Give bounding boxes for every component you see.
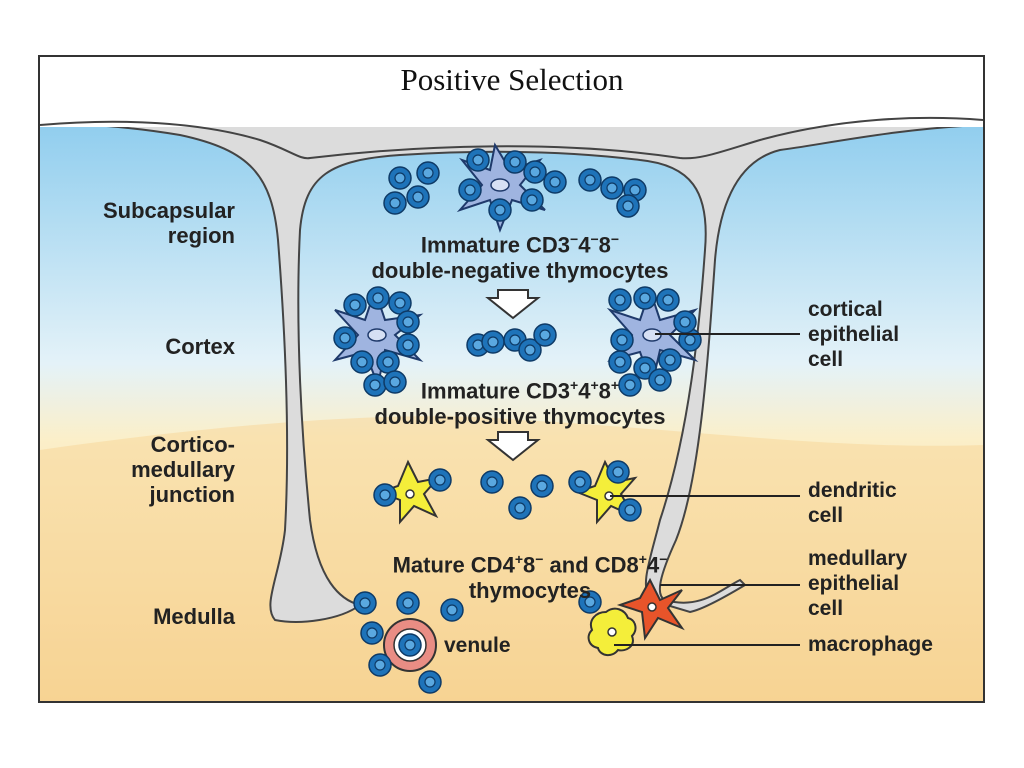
caption-double-positive: Immature CD3+4+8+ double-positive thymoc… (374, 377, 666, 430)
capsule (40, 57, 983, 623)
callout-medullary-epithelial-cell: medullary epithelial cell (808, 547, 908, 620)
label-cortex: Cortex (165, 334, 235, 359)
arrow-down-1 (485, 289, 541, 320)
callout-cortical-epithelial-cell: cortical epithelial cell (808, 298, 900, 371)
caption-mature: Mature CD4+8− and CD8+4− thymocytes (392, 551, 668, 604)
page-title: Positive Selection (400, 62, 624, 97)
label-subcapsular-region: Subcapsular region (102, 198, 235, 248)
label-cortico-medullary-junction: Cortico- medullary junction (131, 432, 235, 507)
callout-venule: venule (444, 634, 511, 657)
medulla-region (40, 416, 983, 701)
macrophage (587, 607, 637, 656)
label-medulla: Medulla (153, 604, 235, 629)
callout-dendritic-cell: dendritic cell (808, 479, 897, 527)
arrow-down-2 (485, 431, 541, 462)
caption-double-negative: Immature CD3−4−8− double-negative thymoc… (371, 231, 669, 284)
venule (383, 618, 437, 672)
medullary-epithelial-cell (616, 577, 685, 641)
callout-macrophage: macrophage (808, 633, 933, 656)
